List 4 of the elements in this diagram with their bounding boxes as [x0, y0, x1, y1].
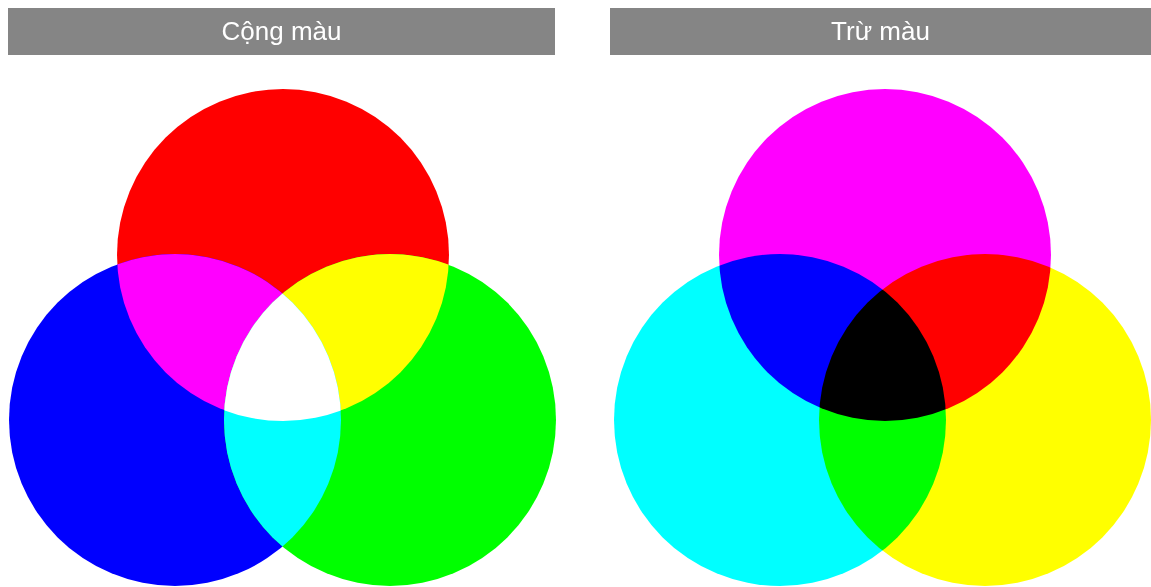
header-title: Cộng màu	[221, 16, 342, 47]
header-title: Trừ màu	[831, 16, 930, 47]
header-bar	[610, 8, 1151, 55]
header-bar	[8, 8, 555, 55]
